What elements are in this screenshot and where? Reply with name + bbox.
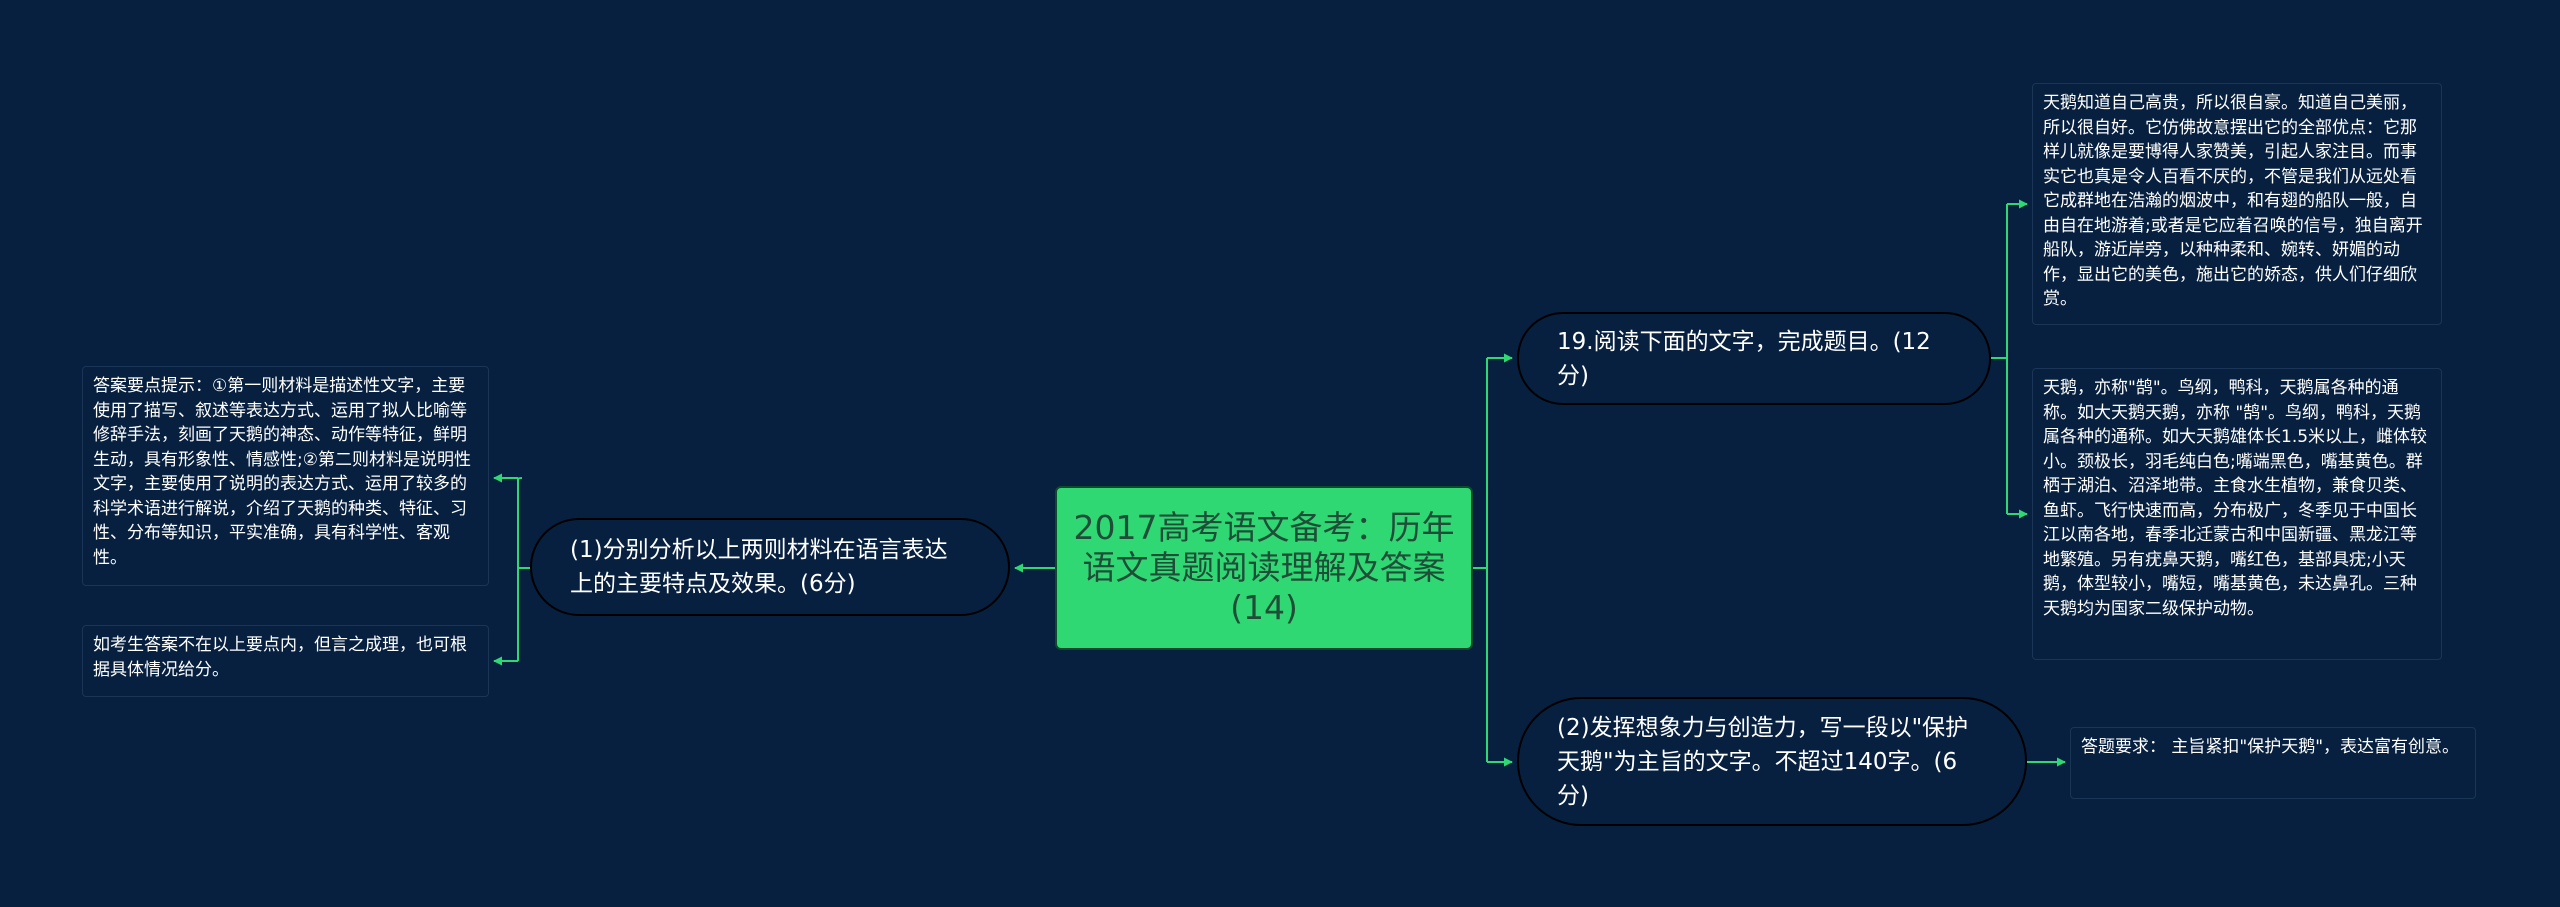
leaf-text: 答案要点提示：①第一则材料是描述性文字，主要使用了描写、叙述等表达方式、运用了拟… <box>93 376 471 568</box>
branch-question-1[interactable]: (1)分别分析以上两则材料在语言表达上的主要特点及效果。(6分) <box>530 518 1010 616</box>
branch-question-19[interactable]: 19.阅读下面的文字，完成题目。(12分) <box>1517 312 1991 405</box>
leaf-text: 天鹅知道自己高贵，所以很自豪。知道自己美丽，所以很自好。它仿佛故意摆出它的全部优… <box>2043 93 2423 309</box>
root-topic[interactable]: 2017高考语文备考：历年语文真题阅读理解及答案(14) <box>1055 486 1473 650</box>
connector-left-trunk <box>517 478 530 661</box>
leaf-text: 天鹅，亦称"鹄"。鸟纲，鸭科，天鹅属各种的通称。如大天鹅天鹅，亦称 "鹄"。鸟纲… <box>2043 378 2428 619</box>
leaf-answer-hints[interactable]: 答案要点提示：①第一则材料是描述性文字，主要使用了描写、叙述等表达方式、运用了拟… <box>82 366 489 586</box>
connector-r1-trunk <box>1991 204 2008 514</box>
connector-left-leaf-1 <box>494 478 523 482</box>
branch-question-2[interactable]: (2)发挥想象力与创造力，写一段以"保护天鹅"为主旨的文字。不超过140字。(6… <box>1517 697 2027 826</box>
leaf-grading-note[interactable]: 如考生答案不在以上要点内，但言之成理，也可根据具体情况给分。 <box>82 625 489 697</box>
branch-label: (1)分别分析以上两则材料在语言表达上的主要特点及效果。(6分) <box>570 537 948 597</box>
branch-label: 19.阅读下面的文字，完成题目。(12分) <box>1557 328 1931 389</box>
leaf-passage-1[interactable]: 天鹅知道自己高贵，所以很自豪。知道自己美丽，所以很自好。它仿佛故意摆出它的全部优… <box>2032 83 2442 325</box>
leaf-text: 如考生答案不在以上要点内，但言之成理，也可根据具体情况给分。 <box>93 635 467 680</box>
leaf-passage-2[interactable]: 天鹅，亦称"鹄"。鸟纲，鸭科，天鹅属各种的通称。如大天鹅天鹅，亦称 "鹄"。鸟纲… <box>2032 368 2442 660</box>
leaf-text: 答题要求： 主旨紧扣"保护天鹅"，表达富有创意。 <box>2081 737 2460 757</box>
connector-root-right-trunk <box>1473 358 1488 762</box>
leaf-answer-requirement[interactable]: 答题要求： 主旨紧扣"保护天鹅"，表达富有创意。 <box>2070 727 2476 799</box>
root-topic-label: 2017高考语文备考：历年语文真题阅读理解及答案(14) <box>1073 508 1455 627</box>
branch-label: (2)发挥想象力与创造力，写一段以"保护天鹅"为主旨的文字。不超过140字。(6… <box>1557 714 1969 809</box>
